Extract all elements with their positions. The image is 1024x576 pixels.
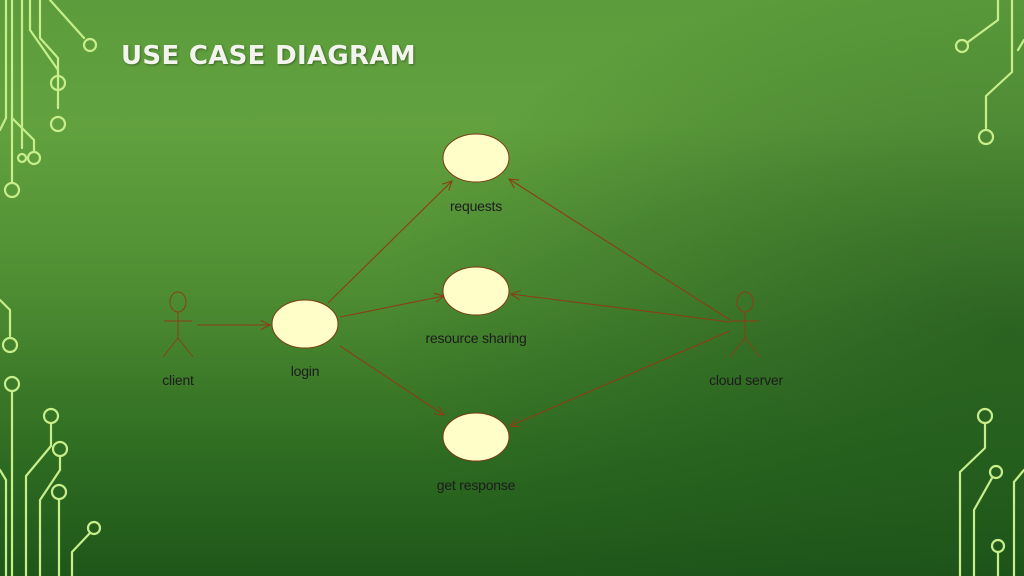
usecase-requests (442, 133, 510, 183)
actor-client (162, 291, 194, 358)
relation-login-get-response (339, 345, 444, 415)
actor-client-label: client (162, 372, 194, 388)
relation-login-requests (327, 181, 452, 304)
actor-cloud-server (729, 291, 761, 358)
slide-title: USE CASE DIAGRAM (121, 41, 416, 71)
relation-login-resource-sharing (339, 296, 444, 318)
usecase-resource-sharing-label: resource sharing (425, 330, 527, 346)
relation-cloud-server-get-response (510, 330, 731, 426)
relation-cloud-server-resource-sharing (511, 294, 731, 323)
relation-cloud-server-requests (509, 179, 731, 321)
usecase-get-response (442, 412, 510, 462)
usecase-get-response-label: get response (436, 477, 516, 493)
usecase-login-label: login (290, 363, 320, 379)
usecase-resource-sharing (442, 266, 510, 316)
usecase-requests-label: requests (449, 198, 503, 214)
usecase-login (271, 299, 339, 349)
actor-cloud-server-label: cloud server (709, 372, 783, 388)
